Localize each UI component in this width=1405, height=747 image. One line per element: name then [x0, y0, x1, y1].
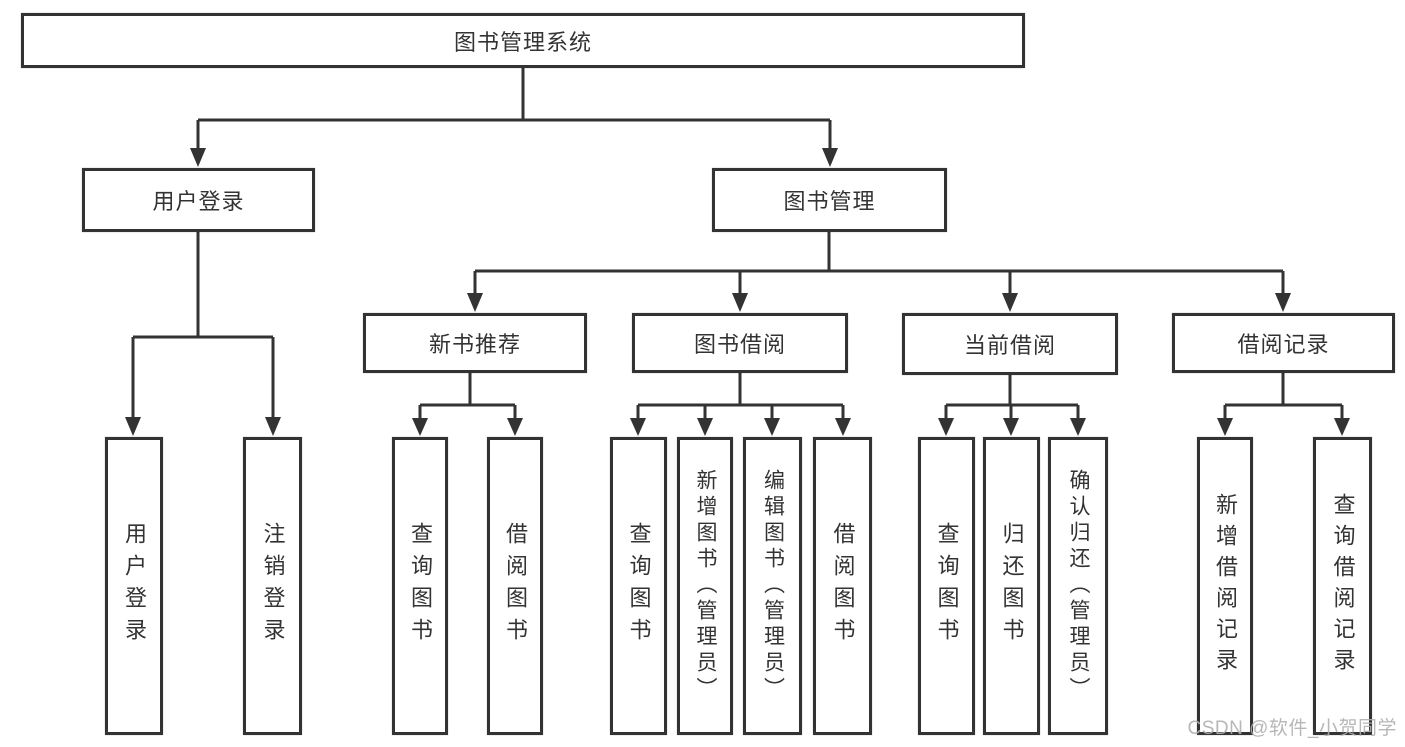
node-label: 用户登录 [122, 522, 147, 650]
arrowhead [732, 293, 748, 312]
connector-current-borrow [944, 373, 1080, 419]
node-label: 编辑图书（管理员） [761, 469, 785, 703]
node-current-borrow: 当前借阅 [902, 313, 1118, 375]
arrowhead [1275, 293, 1291, 312]
arrowhead [630, 418, 646, 436]
leaf-add-borrow-record: 新增借阅记录 [1197, 437, 1253, 735]
node-book-borrow: 图书借阅 [632, 313, 848, 373]
arrowhead [1002, 293, 1018, 312]
connector-user-login [131, 232, 275, 418]
leaf-query-books-1: 查询图书 [392, 437, 448, 735]
leaf-return-book: 归还图书 [983, 437, 1040, 735]
arrowhead [1070, 418, 1086, 436]
node-label: 借阅图书 [503, 522, 528, 650]
node-new-book-recommend: 新书推荐 [363, 313, 587, 373]
connector-new-book [418, 373, 517, 419]
node-label: 查询借阅记录 [1330, 493, 1356, 679]
arrowhead [507, 418, 523, 436]
leaf-user-login: 用户登录 [105, 437, 163, 735]
arrowhead [467, 293, 483, 312]
leaf-query-books-2: 查询图书 [610, 437, 667, 735]
connector-root [196, 68, 832, 149]
leaf-confirm-return-admin: 确认归还（管理员） [1048, 437, 1108, 735]
arrowhead [1217, 418, 1233, 436]
node-label: 借阅记录 [1237, 332, 1330, 357]
node-label: 确认归还（管理员） [1067, 469, 1090, 703]
arrowhead [835, 418, 851, 436]
node-label: 当前借阅 [963, 333, 1056, 358]
leaf-query-books-3: 查询图书 [918, 437, 975, 735]
node-label: 查询图书 [626, 522, 652, 650]
node-label: 新增图书（管理员） [694, 469, 717, 703]
node-user-login: 用户登录 [82, 168, 315, 232]
node-root-system: 图书管理系统 [21, 13, 1025, 68]
arrowhead [412, 418, 428, 436]
leaf-borrow-books-1: 借阅图书 [487, 437, 543, 735]
arrowhead [1003, 418, 1019, 436]
leaf-query-borrow-record: 查询借阅记录 [1313, 437, 1372, 735]
arrowhead [764, 418, 780, 436]
arrowhead [697, 418, 713, 436]
node-label: 借阅图书 [830, 522, 856, 650]
node-label: 图书借阅 [693, 332, 786, 357]
leaf-edit-book-admin: 编辑图书（管理员） [743, 437, 802, 735]
arrowhead [938, 418, 954, 436]
node-label: 图书管理系统 [453, 29, 592, 55]
connector-book-borrow [636, 373, 845, 419]
node-borrow-record: 借阅记录 [1172, 313, 1395, 373]
csdn-watermark: CSDN @软件_小贺同学 [1187, 718, 1397, 739]
node-label: 新书推荐 [428, 332, 521, 357]
node-label: 图书管理 [783, 189, 876, 214]
node-label: 归还图书 [999, 522, 1025, 650]
leaf-logout: 注销登录 [243, 437, 302, 735]
node-label: 用户登录 [152, 189, 245, 214]
leaf-add-book-admin: 新增图书（管理员） [677, 437, 733, 735]
node-label: 新增借阅记录 [1213, 493, 1238, 679]
connector-book-management [473, 232, 1285, 294]
leaf-borrow-books-2: 借阅图书 [813, 437, 872, 735]
node-label: 注销登录 [260, 522, 286, 650]
arrowhead [190, 148, 206, 167]
arrowhead [822, 148, 838, 167]
node-book-management: 图书管理 [712, 168, 947, 232]
node-label: 查询图书 [408, 522, 433, 650]
arrowhead [265, 417, 281, 436]
arrowhead [1334, 418, 1350, 436]
connector-borrow-record [1223, 373, 1344, 419]
arrowhead [125, 417, 141, 436]
node-label: 查询图书 [934, 522, 960, 650]
